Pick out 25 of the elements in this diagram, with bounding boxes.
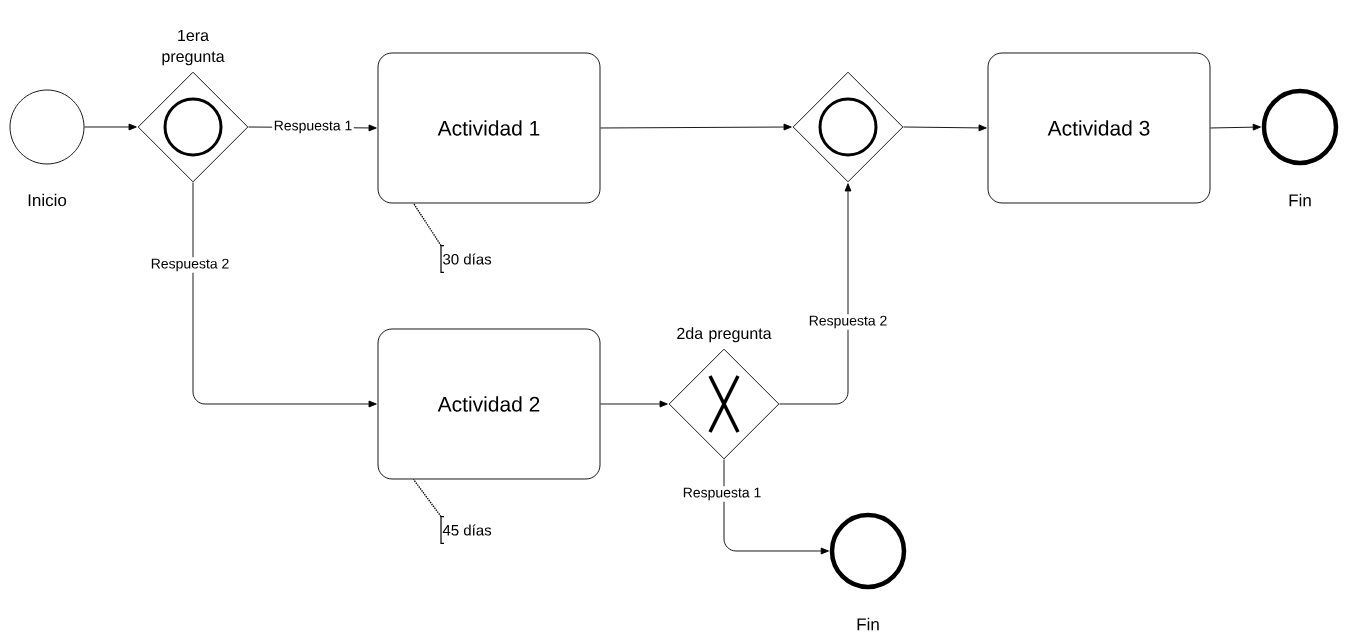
edge-label: Respuesta 2	[149, 257, 231, 273]
association-line	[412, 478, 442, 518]
sequence-arrow	[723, 459, 829, 555]
edge-label: Respuesta 1	[272, 119, 354, 135]
task-box: Actividad 3	[987, 52, 1211, 204]
gateway-diamond	[792, 71, 904, 183]
sequence-arrow	[600, 123, 792, 131]
task-box: Actividad 2	[377, 328, 601, 480]
sequence-arrow	[903, 124, 987, 132]
text-annotation: 45 días	[440, 515, 492, 545]
sequence-arrow	[192, 182, 377, 408]
event-label: Inicio	[28, 193, 67, 207]
edge-label: Respuesta 2	[807, 314, 889, 330]
sequence-arrow	[779, 183, 852, 405]
sequence-arrow	[1210, 123, 1261, 131]
edge-label: Respuesta 1	[681, 486, 763, 502]
text-annotation: 30 días	[440, 244, 492, 274]
gateway-label: 1era pregunta	[162, 29, 225, 66]
event-label: Fin	[1289, 193, 1311, 207]
event-label: Fin	[857, 617, 879, 631]
sequence-arrow	[84, 123, 137, 131]
gateway-label: 2da pregunta	[677, 327, 772, 343]
association-line	[412, 202, 442, 247]
sequence-arrow	[600, 400, 668, 408]
task-box: Actividad 1	[377, 52, 601, 204]
